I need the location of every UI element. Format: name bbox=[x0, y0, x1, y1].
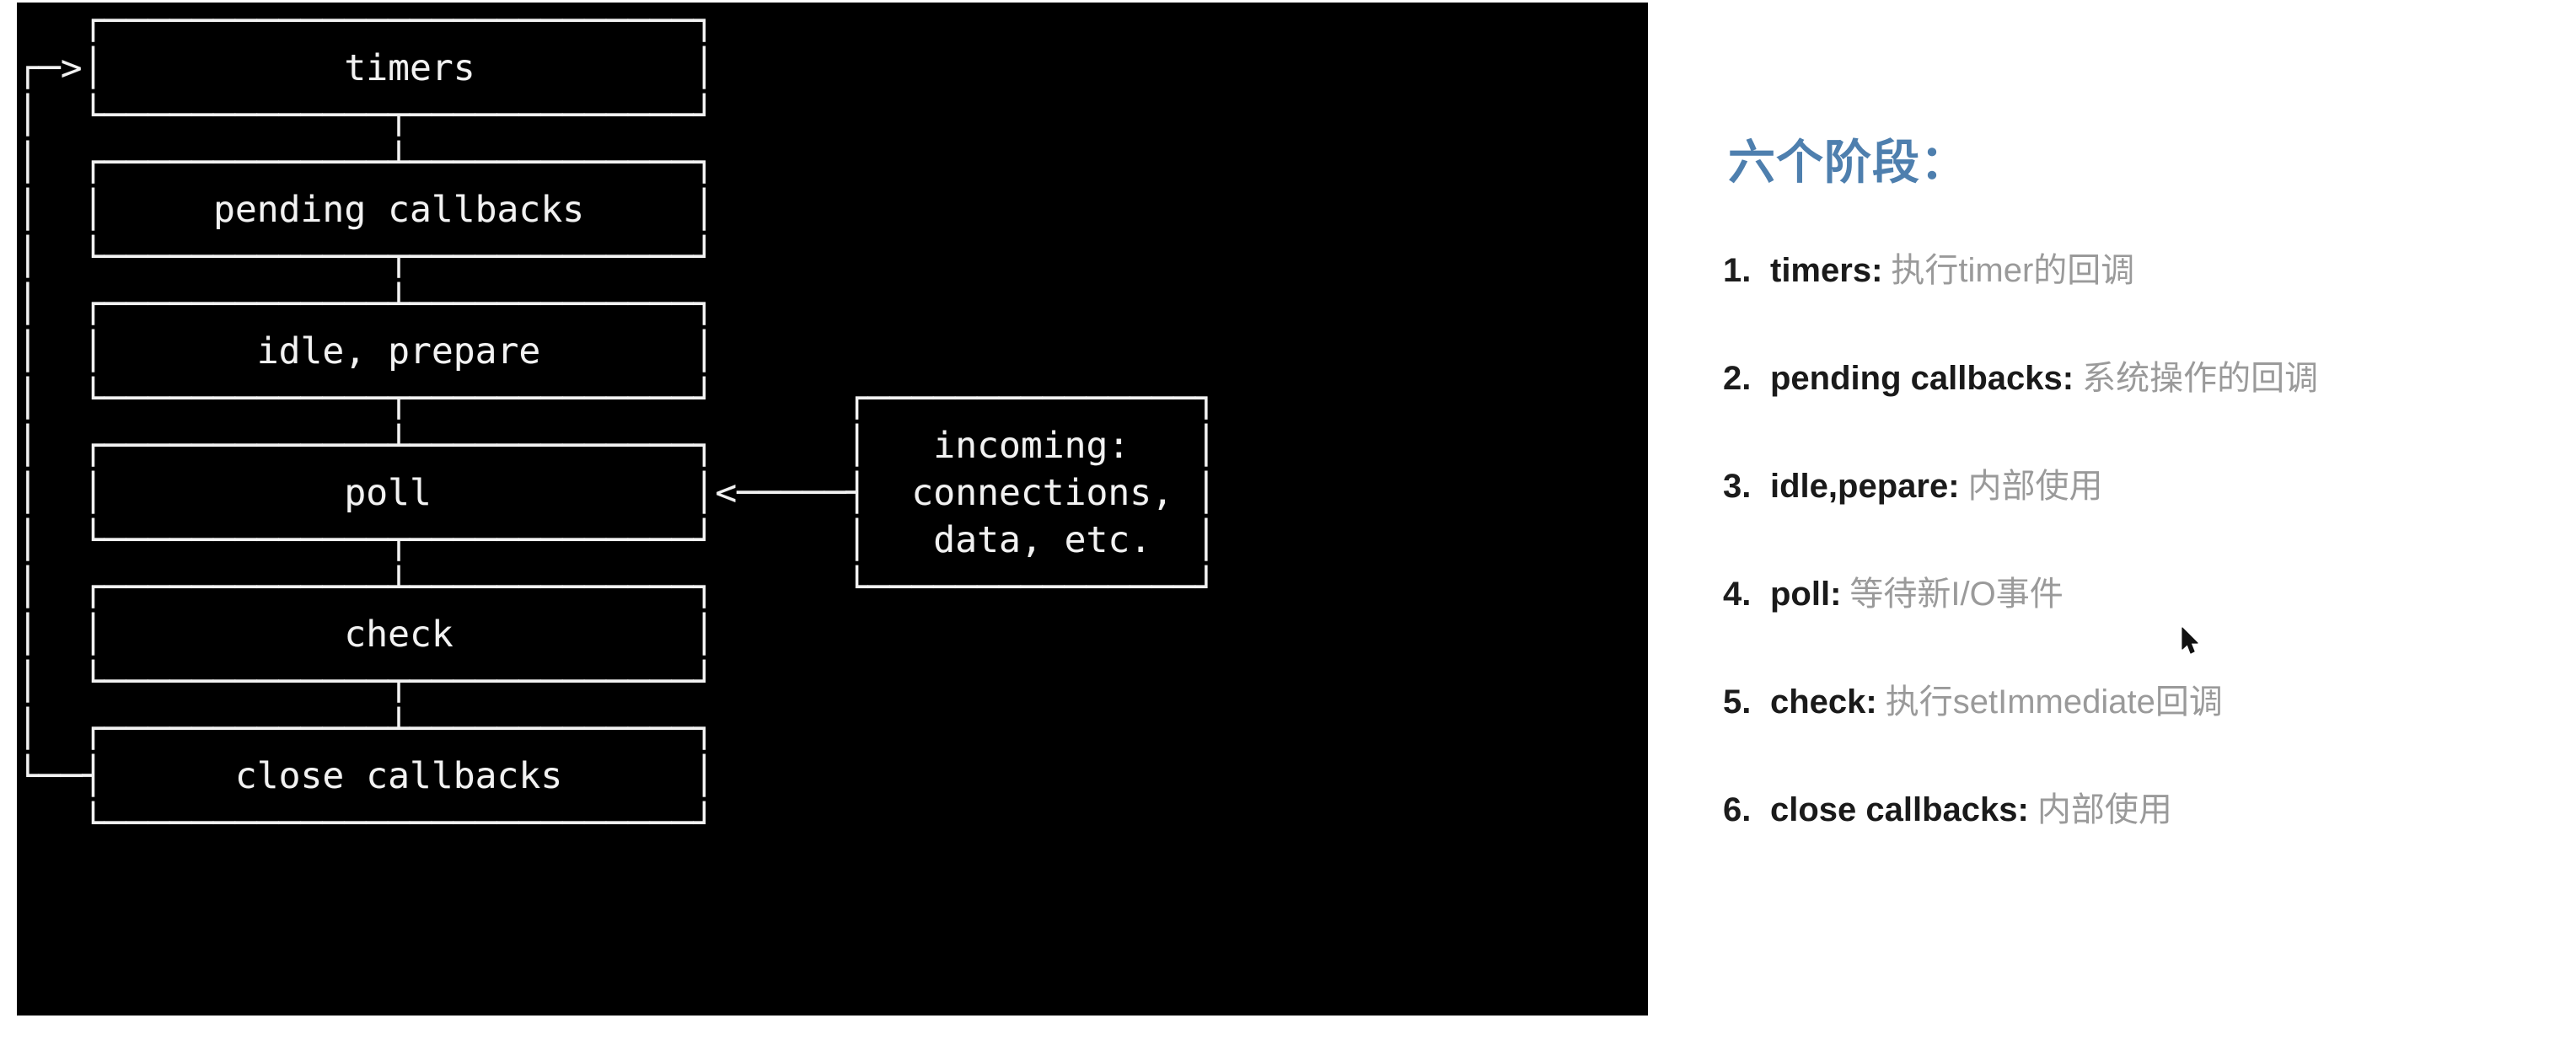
list-item-index: 5. bbox=[1723, 683, 1752, 721]
list-item-separator: : bbox=[1865, 683, 1877, 721]
list-item-description: 执行setImmediate回调 bbox=[1885, 683, 2223, 721]
list-item-term: close callbacks bbox=[1770, 791, 2018, 828]
list-item: 4. poll : 等待新I/O事件 bbox=[1709, 566, 2561, 620]
list-item-separator: : bbox=[2062, 360, 2074, 397]
list-item-separator: : bbox=[1830, 576, 1842, 613]
list-item-description: 内部使用 bbox=[2037, 791, 2172, 828]
list-item-term: idle,pepare bbox=[1770, 468, 1949, 505]
event-loop-diagram-panel: ┌───────────────────────────┐ ┌─>│ timer… bbox=[17, 3, 1648, 1016]
list-item: 5. check : 执行setImmediate回调 bbox=[1709, 674, 2561, 728]
list-item-description: 等待新I/O事件 bbox=[1849, 576, 2063, 613]
list-item-separator: : bbox=[1948, 468, 1960, 505]
list-item-index: 6. bbox=[1723, 791, 1752, 828]
list-item-index: 4. bbox=[1723, 576, 1752, 613]
event-loop-ascii-diagram: ┌───────────────────────────┐ ┌─>│ timer… bbox=[17, 3, 1217, 844]
list-item-separator: : bbox=[2017, 791, 2029, 828]
list-item-index: 1. bbox=[1723, 252, 1752, 289]
phases-list: 1. timers : 执行timer的回调 2. pending callba… bbox=[1709, 243, 2561, 890]
list-item: 2. pending callbacks : 系统操作的回调 bbox=[1709, 351, 2561, 405]
list-item-term: timers bbox=[1770, 252, 1872, 289]
list-item-term: check bbox=[1770, 683, 1866, 721]
list-item: 1. timers : 执行timer的回调 bbox=[1709, 243, 2561, 297]
list-item: 3. idle,pepare : 内部使用 bbox=[1709, 458, 2561, 512]
list-item-description: 执行timer的回调 bbox=[1891, 252, 2135, 289]
list-item-index: 3. bbox=[1723, 468, 1752, 505]
list-item-index: 2. bbox=[1723, 360, 1752, 397]
list-item-description: 系统操作的回调 bbox=[2082, 360, 2319, 397]
phases-heading: 六个阶段： bbox=[1728, 136, 1968, 189]
list-item-term: pending callbacks bbox=[1770, 360, 2063, 397]
phases-notes-panel: 六个阶段： 1. timers : 执行timer的回调 2. pending … bbox=[1709, 0, 2561, 1045]
list-item-term: poll bbox=[1770, 576, 1831, 613]
list-item: 6. close callbacks : 内部使用 bbox=[1709, 782, 2561, 836]
list-item-description: 内部使用 bbox=[1967, 468, 2103, 505]
list-item-separator: : bbox=[1871, 252, 1883, 289]
